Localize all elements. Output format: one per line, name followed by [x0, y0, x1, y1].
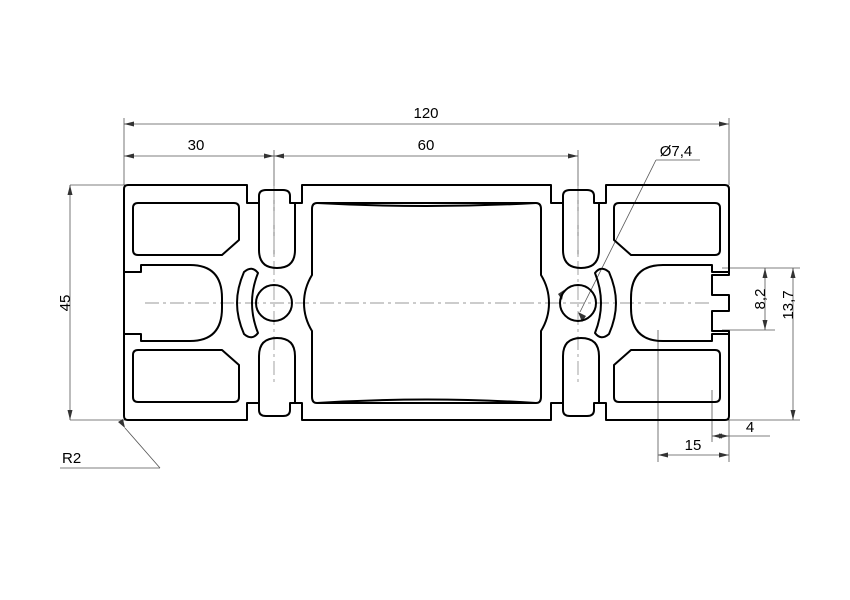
bore-hole-left	[255, 284, 293, 322]
arrow-30-right	[264, 153, 274, 159]
bore-hole-right	[559, 284, 597, 322]
arrow-120-right	[719, 121, 729, 127]
arrow-r2	[118, 419, 125, 428]
cavity-bottom-left	[132, 349, 240, 403]
cavity-top-right	[613, 202, 721, 256]
arrow-60-right	[568, 153, 578, 159]
t-slot-left-side	[124, 264, 223, 342]
arrow-4-right	[719, 433, 729, 439]
arrow-15-left	[658, 452, 668, 458]
arrow-60-left	[274, 153, 284, 159]
arrow-diameter-a	[578, 312, 586, 322]
dim-label-120: 120	[413, 105, 438, 122]
arrow-82-bottom	[762, 320, 768, 330]
left-module-cavities	[124, 202, 296, 403]
t-slot-right-bottom-cavity	[562, 337, 600, 403]
dim-label-82: 8,2	[752, 289, 769, 310]
arrow-82-top	[762, 268, 768, 278]
dimension-lines-group	[60, 118, 800, 469]
arrow-45-bottom	[67, 410, 73, 420]
dim-label-4: 4	[746, 419, 754, 436]
t-slot-right-side	[630, 264, 729, 342]
arrow-30-left	[124, 153, 134, 159]
arrow-45-top	[67, 185, 73, 195]
right-module-cavities	[559, 202, 729, 403]
dim-label-45: 45	[57, 295, 74, 312]
dim-label-60: 60	[418, 137, 435, 154]
arrow-15-right	[719, 452, 729, 458]
t-slot-left-bottom-cavity	[258, 337, 296, 403]
dim-label-15: 15	[685, 437, 702, 454]
dim-label-30: 30	[188, 137, 205, 154]
kidney-slot-left	[236, 267, 259, 339]
kidney-slot-right	[594, 267, 617, 339]
t-slot-left-top-cavity	[258, 203, 296, 269]
t-slot-right-top-cavity	[562, 203, 600, 269]
leader-line-r2	[124, 427, 161, 469]
arrow-120-left	[124, 121, 134, 127]
central-cavity-top-bow	[316, 202, 537, 207]
arrow-137-bottom	[790, 410, 796, 420]
cavity-top-left	[132, 202, 240, 256]
cavity-bottom-right	[613, 349, 721, 403]
dim-label-diameter: Ø7,4	[660, 143, 693, 160]
central-cavity-bottom-bow	[316, 398, 537, 404]
dim-label-137: 13,7	[780, 290, 797, 319]
profile-outer-contour	[123, 184, 730, 421]
dim-label-r2: R2	[62, 450, 81, 467]
outer-profile-path	[123, 184, 730, 421]
arrow-137-top	[790, 268, 796, 278]
central-cavity-group	[303, 202, 550, 404]
